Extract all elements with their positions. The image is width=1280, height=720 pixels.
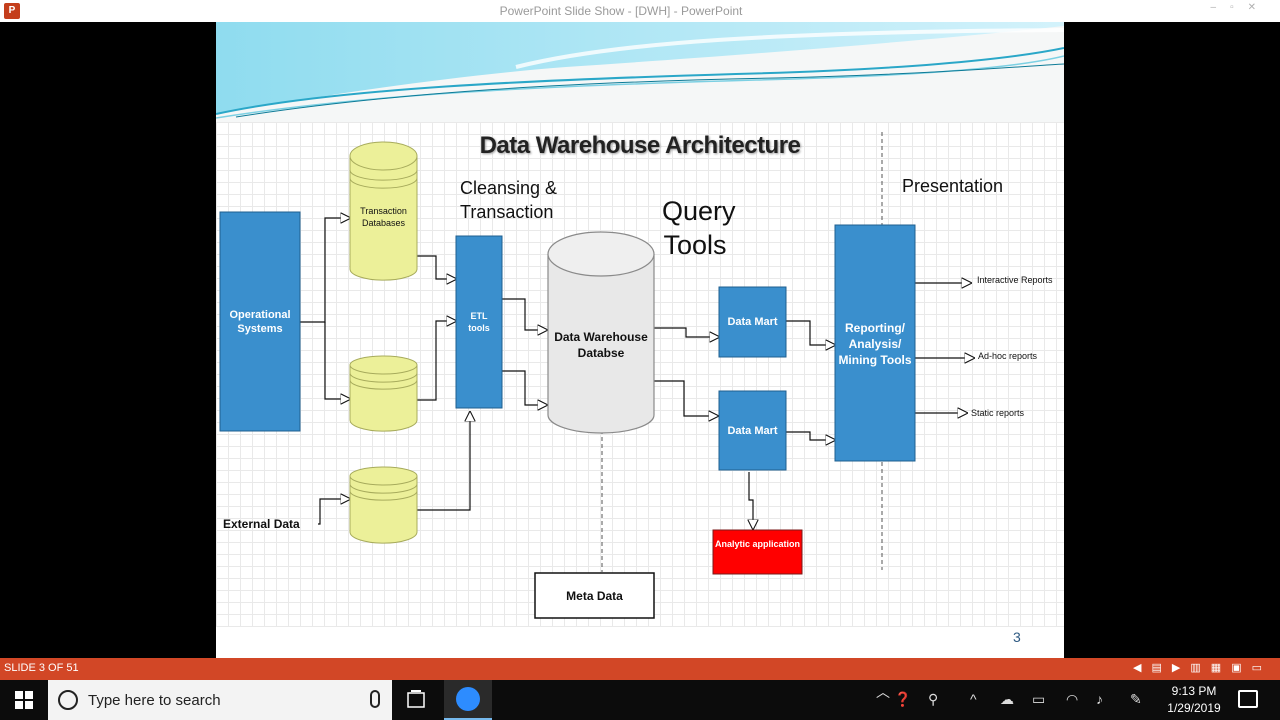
powerpoint-app-icon: P: [4, 3, 20, 19]
cortana-icon: [58, 690, 78, 710]
cleansing-label: Cleansing & Transaction: [460, 178, 558, 222]
taskbar-search-box[interactable]: Type here to search: [48, 680, 392, 720]
zoom-taskbar-app[interactable]: [444, 680, 492, 720]
slide[interactable]: Data Warehouse Architecture Cleansing & …: [216, 22, 1064, 658]
window-controls: –▫✕: [1211, 2, 1271, 13]
output-static-reports: Static reports: [971, 408, 1025, 418]
operational-db-cylinder: [349, 355, 418, 432]
reporting-tools-label: Reporting/ Analysis/ Mining Tools: [838, 321, 912, 367]
battery-icon[interactable]: ▭: [1032, 691, 1046, 707]
help-icon[interactable]: ❓: [894, 691, 912, 707]
transaction-databases-cylinder: [349, 141, 418, 281]
operational-systems-box: [219, 211, 301, 432]
notifications-icon[interactable]: [1238, 690, 1258, 708]
transaction-databases-label: Transaction Databases: [360, 206, 407, 228]
data-mart-box-1: [718, 286, 787, 358]
etl-tools-box: [455, 235, 503, 409]
show-hidden-icons-icon[interactable]: ^: [970, 691, 977, 707]
data-mart-label-2: Data Mart: [727, 425, 778, 437]
data-mart-box-2: [718, 390, 787, 471]
menu-icon[interactable]: ▤: [1151, 662, 1172, 674]
query-tools-label: Query Tools: [662, 196, 736, 260]
external-data-cylinder: [349, 466, 418, 544]
close-icon[interactable]: ✕: [1247, 2, 1270, 13]
reporting-tools-box: [834, 224, 916, 462]
wave-banner: [216, 22, 1064, 122]
analytic-application-box: [712, 529, 803, 575]
status-bar: SLIDE 3 OF 51 ◀▤▶▥▦▣▭: [0, 658, 1280, 680]
onedrive-icon[interactable]: ☁: [1000, 691, 1014, 707]
window-title-bar: P PowerPoint Slide Show - [DWH] - PowerP…: [0, 0, 1280, 22]
search-placeholder: Type here to search: [88, 692, 221, 709]
minimize-icon[interactable]: –: [1210, 2, 1231, 13]
next-icon[interactable]: ▶: [1171, 662, 1191, 674]
previous-icon[interactable]: ◀: [1133, 662, 1152, 674]
start-button[interactable]: [0, 680, 48, 720]
microphone-icon[interactable]: [370, 690, 380, 708]
architecture-diagram: [219, 132, 1064, 619]
task-view-icon[interactable]: [400, 690, 432, 710]
analytic-application-label: Analytic application: [714, 539, 801, 549]
pen-icon[interactable]: ✎: [1130, 691, 1142, 707]
normal-view-icon[interactable]: ▥: [1190, 662, 1211, 674]
slideshow-controls: ◀▤▶▥▦▣▭: [1133, 661, 1272, 674]
scroll-up-icon[interactable]: ︿: [876, 684, 890, 700]
restore-icon[interactable]: ▫: [1230, 2, 1248, 13]
reading-view-icon[interactable]: ▣: [1231, 662, 1252, 674]
taskbar-clock[interactable]: 9:13 PM 1/29/2019: [1158, 683, 1230, 717]
window-title: PowerPoint Slide Show - [DWH] - PowerPoi…: [499, 4, 743, 18]
volume-icon[interactable]: ♪: [1096, 691, 1103, 707]
slide-count: SLIDE 3 OF 51: [4, 662, 79, 674]
slideshow-icon[interactable]: ▭: [1251, 662, 1272, 674]
people-icon[interactable]: ⚲: [928, 691, 939, 707]
slide-title: Data Warehouse Architecture: [479, 132, 801, 159]
clock-date: 1/29/2019: [1167, 701, 1221, 715]
windows-logo-icon: [15, 691, 33, 709]
slide-number: 3: [1013, 629, 1021, 645]
presentation-label: Presentation: [902, 176, 1004, 196]
operational-systems-label: Operational Systems: [229, 309, 291, 335]
zoom-app-icon: [456, 687, 480, 711]
wifi-icon[interactable]: ◠: [1066, 691, 1079, 707]
data-warehouse-cylinder: [547, 231, 655, 434]
output-interactive-reports: Interactive Reports: [977, 275, 1053, 285]
windows-taskbar: Type here to search ︿ ❓ ⚲ ^ ☁ ▭ ◠ ♪ ✎ 9:…: [0, 680, 1280, 720]
external-data-label: External Data: [223, 517, 300, 531]
data-warehouse-label: Data Warehouse Databse: [554, 330, 648, 360]
slideshow-stage: Data Warehouse Architecture Cleansing & …: [0, 22, 1280, 658]
meta-data-label: Meta Data: [566, 589, 623, 603]
output-adhoc-reports: Ad-hoc reports: [978, 351, 1038, 361]
etl-tools-label: ETL tools: [468, 311, 490, 333]
clock-time: 9:13 PM: [1171, 684, 1217, 698]
meta-data-box: [534, 572, 655, 619]
data-mart-label-1: Data Mart: [727, 316, 778, 328]
sorter-view-icon[interactable]: ▦: [1210, 662, 1232, 674]
